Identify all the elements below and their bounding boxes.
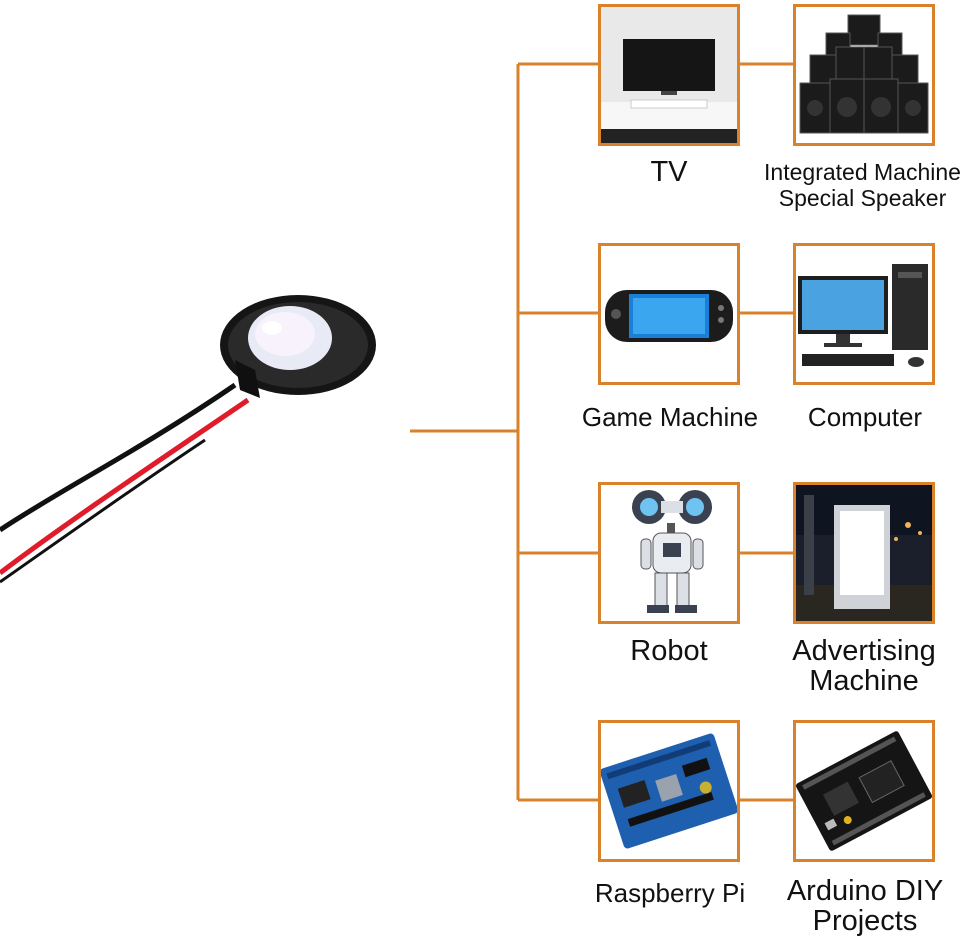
- application-raspberry-pi: [598, 720, 740, 862]
- application-arduino: [793, 720, 935, 862]
- label-arduino-line1: Arduino DIY: [786, 875, 944, 907]
- label-robot: Robot: [630, 635, 708, 667]
- circuit-board-icon: [601, 723, 737, 859]
- label-tv: TV: [650, 156, 688, 188]
- label-advertising-line2: Machine: [809, 665, 919, 697]
- mini-speaker-with-wires: [0, 290, 390, 590]
- label-speaker: Integrated Machine Special Speaker: [745, 159, 980, 211]
- label-game-machine: Game Machine: [581, 402, 759, 432]
- label-speaker-line2: Special Speaker: [778, 185, 947, 211]
- desktop-computer-icon: [796, 246, 932, 382]
- robot-icon: [601, 485, 737, 621]
- application-robot: [598, 482, 740, 624]
- application-tv: [598, 4, 740, 146]
- label-arduino-line2: Projects: [812, 905, 918, 937]
- label-advertising-line1: Advertising: [792, 635, 936, 667]
- tv-icon: [601, 7, 737, 143]
- application-speaker: [793, 4, 935, 146]
- label-raspberry-pi: Raspberry Pi: [594, 878, 746, 908]
- handheld-console-icon: [601, 246, 737, 382]
- label-advertising-machine: Advertising Machine: [760, 636, 968, 696]
- application-advertising-machine: [793, 482, 935, 624]
- application-game-machine: [598, 243, 740, 385]
- advertising-kiosk-icon: [796, 485, 932, 621]
- application-computer: [793, 243, 935, 385]
- label-arduino: Arduino DIY Projects: [765, 876, 965, 936]
- dev-board-icon: [796, 723, 932, 859]
- label-speaker-line1: Integrated Machine: [764, 159, 961, 185]
- speaker-stack-icon: [796, 7, 932, 143]
- label-computer: Computer: [807, 402, 923, 432]
